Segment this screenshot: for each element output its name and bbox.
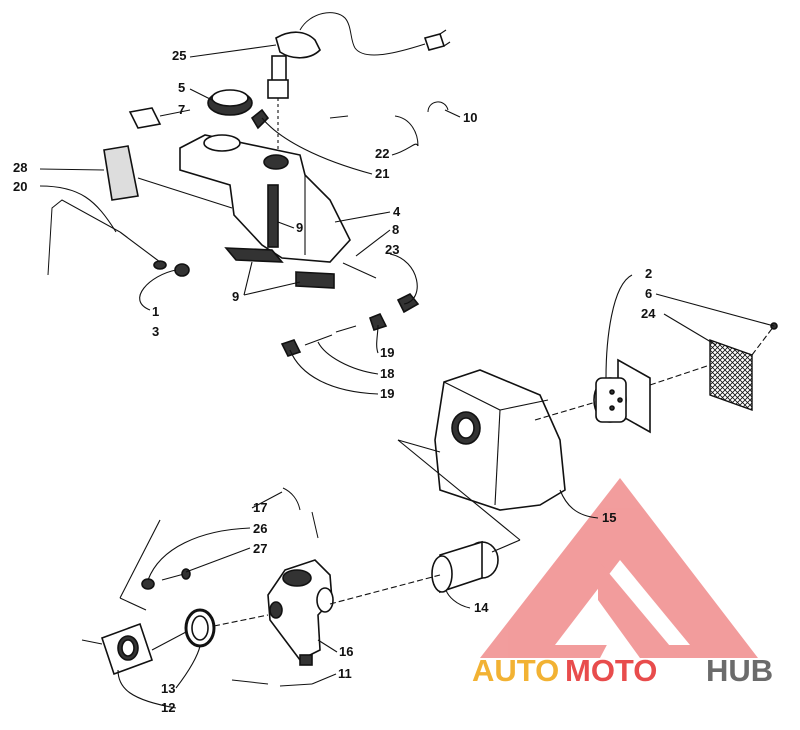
part-callout-27: 27 xyxy=(253,541,267,556)
part-callout-7: 7 xyxy=(178,102,185,117)
part-callout-11: 11 xyxy=(338,666,352,681)
part-callout-18: 18 xyxy=(380,366,394,381)
carb-drain-hose xyxy=(231,679,313,687)
intake-flange xyxy=(100,622,154,676)
part-callout-15: 15 xyxy=(602,510,616,525)
part-callout-22: 22 xyxy=(375,146,389,161)
logo-text-moto: MOTO xyxy=(565,653,657,688)
carb-clamp xyxy=(184,608,216,648)
part-callout-8: 8 xyxy=(392,222,399,237)
leader-lines xyxy=(39,44,775,709)
air-silencer xyxy=(434,369,566,511)
mounting-rod xyxy=(47,199,190,277)
part-callout-13: 13 xyxy=(161,681,175,696)
part-callout-4: 4 xyxy=(393,204,401,219)
part-callout-20: 20 xyxy=(13,179,27,194)
hose-clamp xyxy=(427,101,449,113)
part-callout-25: 25 xyxy=(172,48,186,63)
part-callout-24: 24 xyxy=(641,306,656,321)
part-callout-26: 26 xyxy=(253,521,267,536)
part-callout-1: 1 xyxy=(152,304,159,319)
part-callout-21: 21 xyxy=(375,166,389,181)
part-callout-10: 10 xyxy=(463,110,477,125)
watermark-wordmark: AUTO MOTO HUB xyxy=(472,653,773,688)
air-screen xyxy=(709,339,753,411)
part-callout-3: 3 xyxy=(152,324,159,339)
part-callout-17: 17 xyxy=(253,500,267,515)
logo-text-hub: HUB xyxy=(706,653,773,688)
fuel-sender xyxy=(267,12,451,160)
part-callout-9: 9 xyxy=(296,220,303,235)
air-screen-frame xyxy=(593,358,651,434)
carb-vent-hose xyxy=(282,487,319,539)
watermark-logo xyxy=(480,478,758,658)
part-callout-16: 16 xyxy=(339,644,353,659)
part-callout-6: 6 xyxy=(645,286,652,301)
part-callout-5: 5 xyxy=(178,80,185,95)
part-callout-19: 19 xyxy=(380,386,394,401)
tank-gasket xyxy=(103,145,139,201)
part-callout-14: 14 xyxy=(474,600,489,615)
part-callout-12: 12 xyxy=(161,700,175,715)
fuel-tank xyxy=(179,134,351,263)
carb-washer xyxy=(141,578,155,590)
logo-text-auto: AUTO xyxy=(472,653,559,688)
intake-adapter xyxy=(431,540,499,594)
part-callout-19: 19 xyxy=(380,345,394,360)
part-callout-2: 2 xyxy=(645,266,652,281)
part-callout-9: 9 xyxy=(232,289,239,304)
carb-screw xyxy=(161,568,191,581)
carburetor xyxy=(267,559,334,666)
vent-fitting xyxy=(250,108,270,130)
part-callout-23: 23 xyxy=(385,242,399,257)
part-callout-28: 28 xyxy=(13,160,27,175)
decal xyxy=(128,107,162,129)
fuel-line xyxy=(280,292,420,357)
pin xyxy=(342,262,377,279)
tank-straps xyxy=(224,247,335,289)
assembly-center-lines xyxy=(81,177,775,651)
fuel-cap xyxy=(207,89,253,116)
vent-hose xyxy=(329,115,419,147)
